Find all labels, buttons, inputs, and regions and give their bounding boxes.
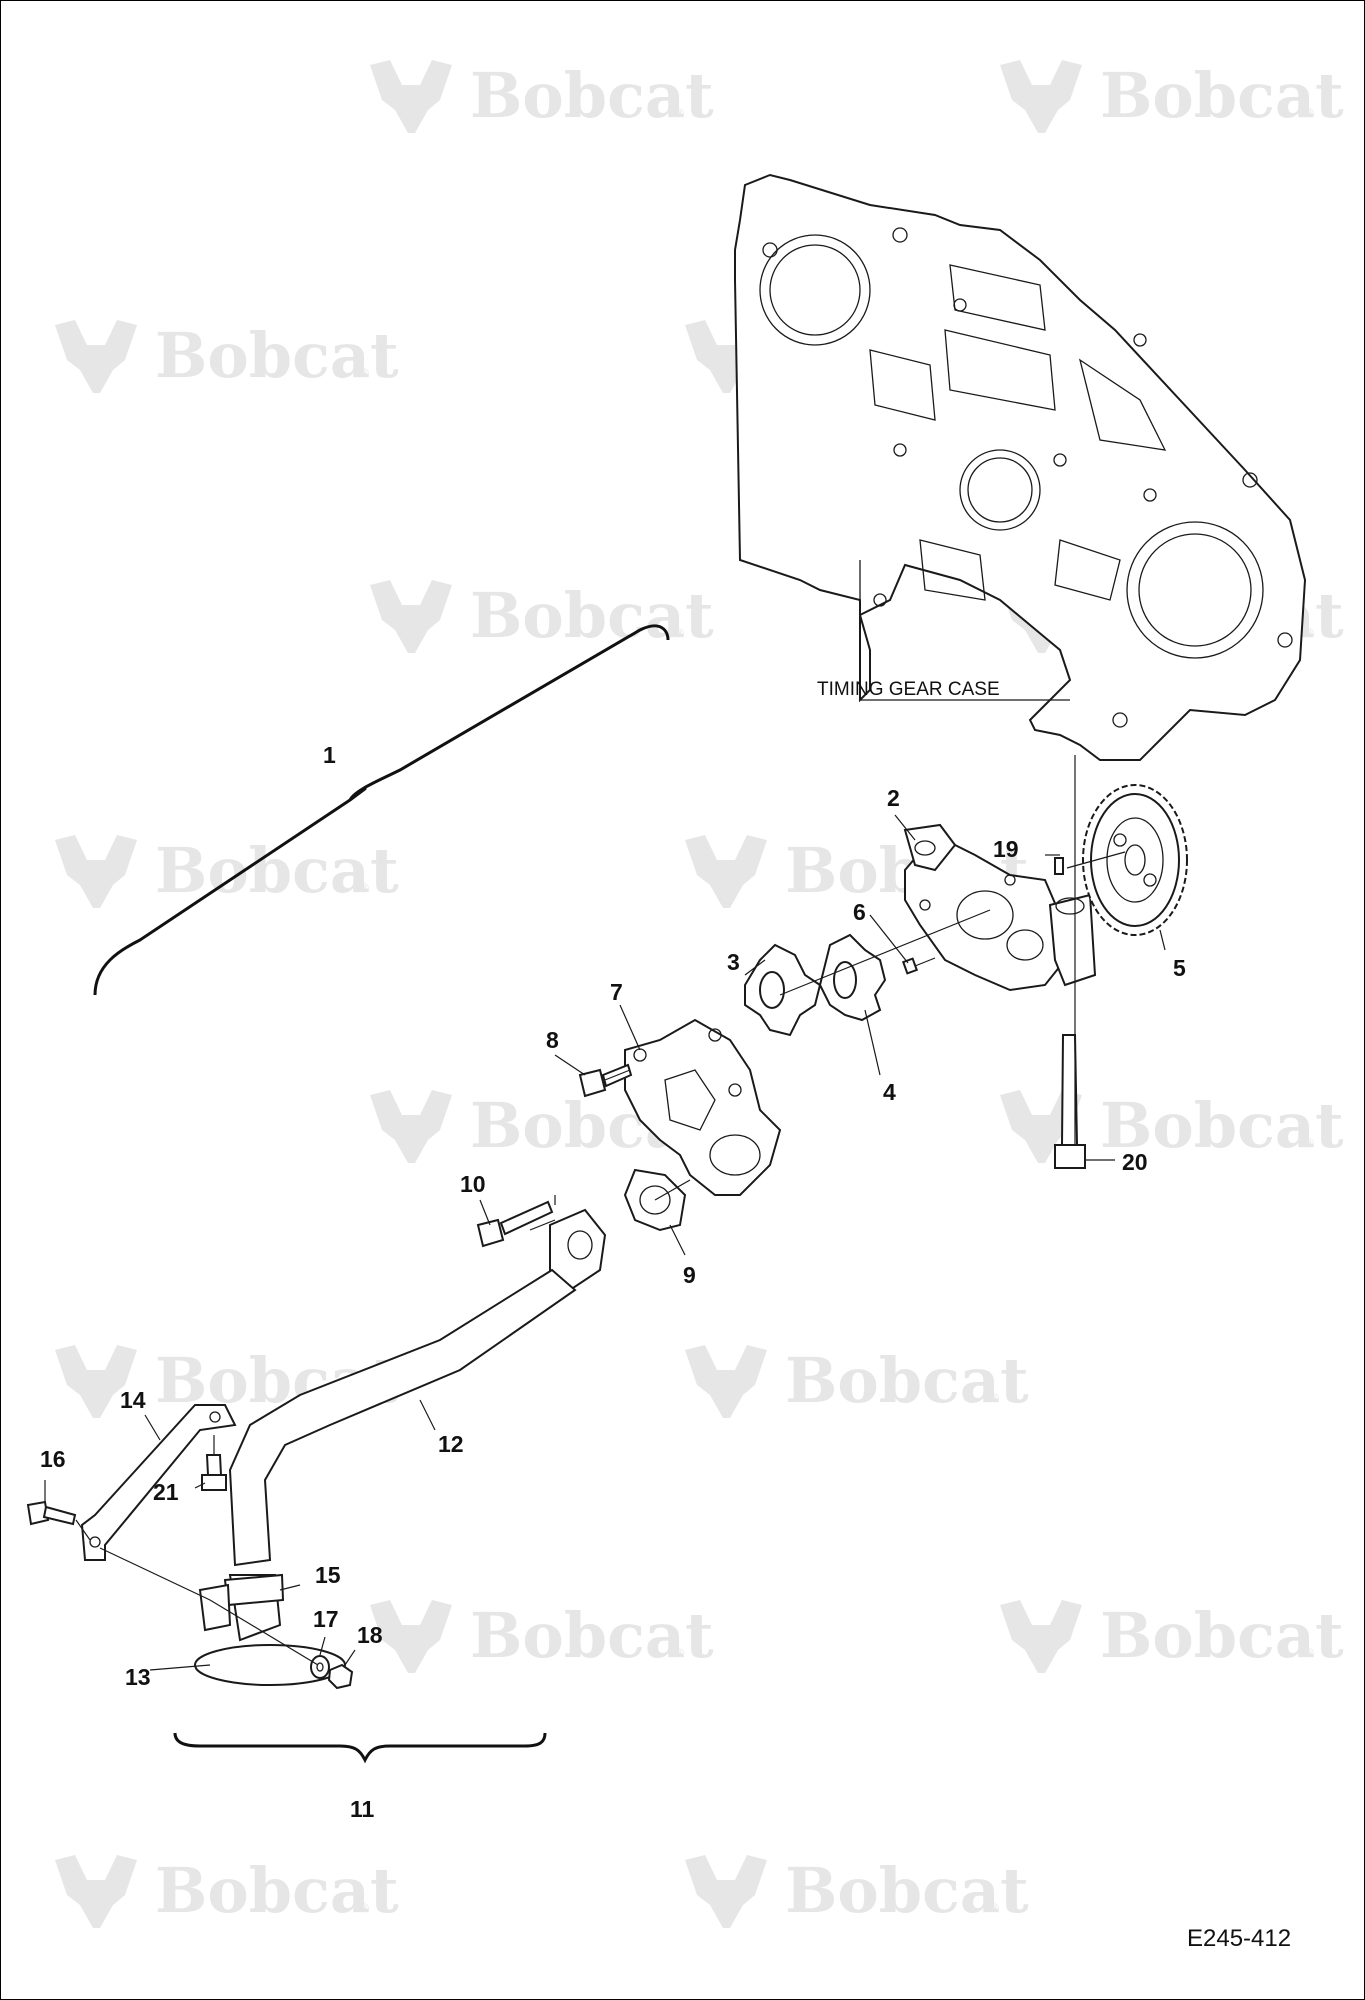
svg-text:®: ®	[1305, 106, 1314, 120]
watermark: Bobcat ®	[55, 1854, 399, 1928]
svg-text:®: ®	[360, 881, 369, 895]
callout-19: 19	[993, 836, 1019, 862]
svg-text:Bobcat: Bobcat	[470, 59, 714, 132]
bobcat-logo-icon	[55, 835, 137, 908]
svg-text:Bobcat: Bobcat	[155, 1854, 399, 1927]
callout-16: 16	[40, 1446, 66, 1472]
brace-item-11	[173, 1732, 547, 1764]
washer-17-drawing	[310, 1655, 330, 1679]
callout-4: 4	[883, 1079, 896, 1105]
callout-11: 11	[350, 1796, 375, 1822]
bobcat-logo-icon	[685, 1855, 767, 1928]
callout-20: 20	[1122, 1149, 1148, 1175]
assembly-lines	[75, 755, 1126, 1666]
svg-text:®: ®	[675, 1646, 684, 1660]
pin-and-bolt-drawing	[1054, 857, 1086, 1169]
bobcat-logo-icon	[55, 1345, 137, 1418]
watermark: Bobcat ®	[370, 579, 714, 653]
bracket-drawing	[80, 1404, 237, 1561]
callout-13: 13	[125, 1664, 151, 1690]
svg-text:®: ®	[360, 1901, 369, 1915]
bobcat-logo-icon	[370, 1600, 452, 1673]
svg-text:®: ®	[1305, 1136, 1314, 1150]
watermark: Bobcat ®	[685, 1854, 1029, 1928]
callout-5: 5	[1173, 955, 1186, 981]
bobcat-logo-icon	[685, 1345, 767, 1418]
svg-text:®: ®	[1305, 626, 1314, 640]
bobcat-logo-icon	[370, 60, 452, 133]
bobcat-logo-icon	[55, 1855, 137, 1928]
svg-text:Bobcat: Bobcat	[470, 579, 714, 652]
bobcat-logo-icon	[1000, 1600, 1082, 1673]
callout-15: 15	[315, 1562, 341, 1588]
pin-6-drawing	[901, 957, 919, 975]
callout-labels: 1 2 3 4 5 6 7 8 9 10 11 12 13 14 15 16 1…	[40, 742, 1186, 1822]
bolt-10-drawing	[476, 1200, 554, 1248]
bobcat-logo-icon	[685, 835, 767, 908]
callout-3: 3	[727, 949, 740, 975]
callout-21: 21	[153, 1479, 179, 1505]
svg-text:Bobcat: Bobcat	[1100, 1599, 1344, 1672]
watermark: Bobcat ®	[55, 834, 399, 908]
callout-12: 12	[438, 1431, 464, 1457]
callout-8: 8	[546, 1027, 559, 1053]
bolt-16-drawing	[26, 1500, 77, 1526]
svg-text:Bobcat: Bobcat	[785, 1344, 1029, 1417]
svg-text:®: ®	[1305, 1646, 1314, 1660]
callout-10: 10	[460, 1171, 486, 1197]
strainer-drawing	[194, 1573, 346, 1686]
watermark: Bobcat ®	[1000, 59, 1344, 133]
svg-text:Bobcat: Bobcat	[1100, 1089, 1344, 1162]
reference-code: E245-412	[1187, 1925, 1291, 1952]
svg-text:Bobcat: Bobcat	[155, 319, 399, 392]
svg-text:Bobcat: Bobcat	[470, 1599, 714, 1672]
bobcat-logo-icon	[370, 1090, 452, 1163]
pump-cover-drawing	[624, 1018, 782, 1196]
callout-6: 6	[853, 899, 866, 925]
callout-1: 1	[323, 742, 336, 768]
callout-14: 14	[120, 1387, 146, 1413]
callout-17: 17	[313, 1606, 339, 1632]
svg-text:®: ®	[360, 366, 369, 380]
inner-rotor-drawing	[744, 943, 822, 1037]
svg-text:®: ®	[990, 1901, 999, 1915]
watermark: Bobcat ®	[55, 319, 399, 393]
bobcat-logo-icon	[1000, 60, 1082, 133]
svg-text:Bobcat: Bobcat	[785, 1854, 1029, 1927]
watermark: Bobcat ®	[370, 59, 714, 133]
nut-18-drawing	[327, 1663, 354, 1690]
callout-9: 9	[683, 1262, 696, 1288]
callout-7: 7	[610, 979, 623, 1005]
svg-text:®: ®	[675, 626, 684, 640]
svg-text:Bobcat: Bobcat	[1100, 59, 1344, 132]
timing-gear-case-drawing	[734, 173, 1307, 761]
watermark: Bobcat ®	[370, 1599, 714, 1673]
svg-text:®: ®	[675, 106, 684, 120]
bobcat-logo-icon	[55, 320, 137, 393]
drive-gear-drawing	[1082, 784, 1188, 936]
callout-18: 18	[357, 1622, 383, 1648]
callout-leaders	[44, 814, 1166, 1671]
dowel-pin-19	[1054, 857, 1064, 875]
svg-text:Bobcat: Bobcat	[155, 834, 399, 907]
bobcat-logo-icon	[370, 580, 452, 653]
bolt-21-drawing	[201, 1454, 227, 1491]
suction-pipe-drawing	[228, 1208, 607, 1567]
svg-text:®: ®	[990, 1391, 999, 1405]
callout-2: 2	[887, 785, 900, 811]
bolt-20-head	[1054, 1144, 1086, 1169]
watermark: Bobcat ®	[1000, 1599, 1344, 1673]
timing-gear-case-caption: TIMING GEAR CASE	[817, 679, 1000, 700]
watermark: Bobcat ®	[685, 1344, 1029, 1418]
brace-item-1	[93, 624, 670, 996]
